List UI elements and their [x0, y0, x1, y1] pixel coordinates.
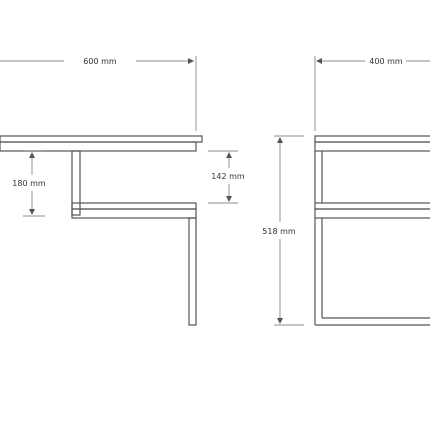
- front-view: [0, 135, 203, 326]
- front-center-support: [71, 150, 81, 216]
- front-lower-shelf-bottom: [71, 208, 197, 219]
- dim-leg-gap: 180 mm: [12, 150, 46, 217]
- dim-total-height: 518 mm: [262, 135, 304, 326]
- dim-shelf-gap: 142 mm: [208, 150, 245, 204]
- side-top-slab-lower: [314, 141, 430, 152]
- dim-front-width-label: 600 mm: [83, 57, 117, 66]
- dim-front-width: 600 mm: [0, 56, 197, 131]
- side-view: [314, 135, 430, 326]
- side-middle-shelf: [314, 202, 430, 210]
- front-top-slab-lower: [0, 141, 197, 152]
- front-lower-shelf: [71, 202, 197, 210]
- dim-leg-gap-label: 180 mm: [12, 179, 46, 188]
- front-top-slab: [0, 135, 203, 143]
- side-middle-shelf-bottom: [314, 208, 430, 219]
- dim-side-width-label: 400 mm: [369, 57, 403, 66]
- side-top-slab: [314, 135, 430, 143]
- front-right-leg: [188, 217, 197, 326]
- dim-side-width: 400 mm: [314, 56, 430, 131]
- dim-total-height-label: 518 mm: [262, 227, 296, 236]
- dim-shelf-gap-label: 142 mm: [211, 172, 245, 181]
